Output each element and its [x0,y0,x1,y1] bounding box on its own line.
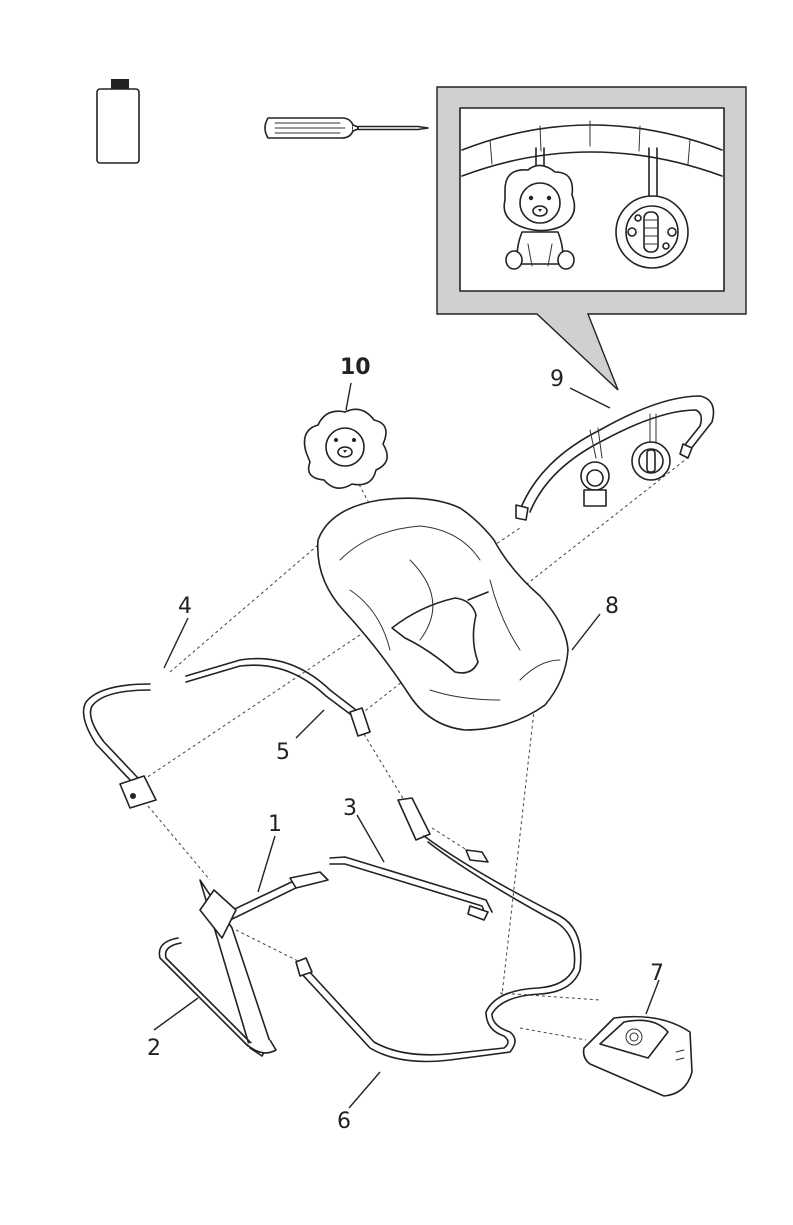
screwdriver-icon [265,118,428,138]
part-4-upper-frame [84,659,370,808]
part-5-wire-frame [296,798,581,1062]
mini-rattle-icon [632,442,670,480]
part-3-rear-leg [330,857,492,920]
part-label-9: 9 [550,367,564,392]
part-label-3: 3 [343,796,357,821]
part-label-1: 1 [268,812,282,837]
toy-bar-detail-inset [437,87,746,390]
part-label-7: 7 [650,961,664,986]
rattle-toy-icon [616,196,688,268]
part-label-4: 4 [178,594,192,619]
part-9-toy-bar [516,396,714,520]
mini-lion-icon [581,462,609,506]
lion-toy-icon [504,165,574,269]
part-7-vibration-unit [584,1017,692,1096]
part-label-10: 10 [340,355,371,380]
battery-icon [97,79,139,163]
part-label-8: 8 [605,594,619,619]
part-label-5: 5 [276,740,290,765]
part-8-seat-pad [318,498,568,730]
part-label-6: 6 [337,1109,351,1134]
part-10-lion-toy [305,409,388,488]
part-label-2: 2 [147,1036,161,1061]
